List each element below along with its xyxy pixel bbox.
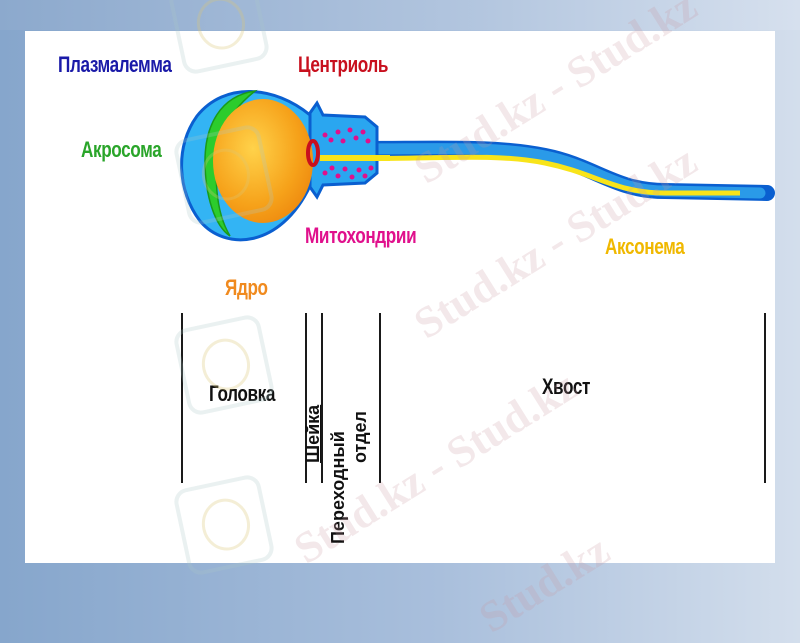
section-midpiece-line2: отдел bbox=[350, 411, 370, 463]
centriole bbox=[306, 139, 320, 167]
label-axoneme: Аксонема bbox=[605, 234, 685, 259]
divider-midpiece-tail bbox=[379, 313, 381, 483]
divider-tail-right bbox=[764, 313, 766, 483]
nucleus bbox=[213, 99, 313, 223]
axoneme-core bbox=[324, 154, 740, 196]
label-centriole: Центриоль bbox=[298, 52, 389, 77]
label-mitochondria: Митохондрии bbox=[305, 223, 417, 248]
sperm-cell-illustration bbox=[180, 89, 775, 242]
watermark-logo bbox=[171, 472, 277, 578]
label-acrosome: Акросома bbox=[81, 137, 162, 162]
section-midpiece-line1: Переходный bbox=[328, 431, 348, 544]
section-head: Головка bbox=[209, 381, 276, 406]
section-neck: Шейка bbox=[303, 404, 323, 463]
diagram-panel: Плазмалемма Акросома Центриоль Митохондр… bbox=[25, 0, 775, 578]
mitochondria-dots bbox=[322, 127, 374, 180]
midpiece-body bbox=[308, 100, 379, 200]
divider-head-left bbox=[181, 313, 183, 483]
section-tail: Хвост bbox=[542, 374, 591, 399]
divider-head-neck bbox=[305, 313, 307, 483]
label-plasmalemma: Плазмалемма bbox=[58, 52, 172, 77]
label-nucleus: Ядро bbox=[225, 275, 268, 300]
slide-top-band bbox=[0, 0, 800, 30]
divider-neck-midpiece bbox=[321, 313, 323, 483]
